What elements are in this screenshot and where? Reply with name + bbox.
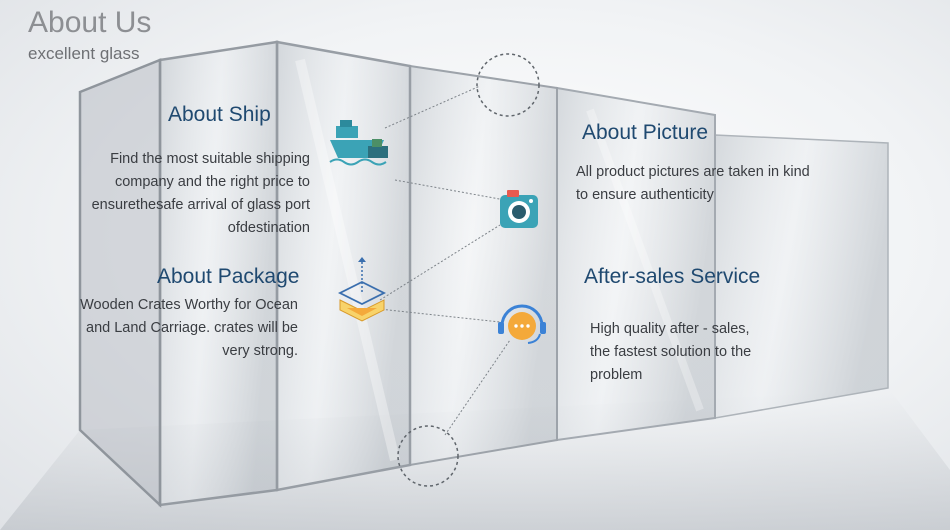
ship-desc-line: ofdestination — [227, 220, 310, 236]
page-subtitle: excellent glass — [28, 44, 140, 63]
camera-icon — [500, 190, 538, 228]
package-box-icon — [337, 257, 387, 322]
package-section-description: Wooden Crates Worthy for Ocean and Land … — [80, 294, 298, 363]
service-desc-line: High quality after - sales, — [590, 321, 750, 337]
picture-section-description: All product pictures are taken in kind t… — [576, 161, 810, 207]
dashed-circle-bottom — [397, 425, 459, 487]
ship-desc-line: company and the right price to — [114, 174, 310, 190]
picture-desc-line: All product pictures are taken in kind — [576, 164, 810, 180]
package-section-title: About Package — [157, 265, 300, 288]
glass-panel-5 — [409, 64, 558, 467]
glass-panel-2 — [78, 58, 162, 508]
ship-desc-line: ensurethesafe arrival of glass port — [91, 197, 310, 213]
ship-desc-line: Find the most suitable shipping — [110, 151, 310, 167]
service-desc-line: problem — [590, 367, 643, 383]
cargo-ship-icon — [329, 120, 388, 166]
package-desc-line: very strong. — [222, 343, 298, 359]
package-desc-line: and Land Carriage. crates will be — [86, 320, 298, 336]
package-desc-line: Wooden Crates Worthy for Ocean — [80, 297, 298, 313]
service-section-description: High quality after - sales, the fastest … — [590, 318, 751, 387]
picture-desc-line: to ensure authenticity — [576, 187, 714, 203]
picture-section-title: About Picture — [582, 121, 709, 144]
ship-section-description: Find the most suitable shipping company … — [92, 148, 310, 240]
ship-section-title: About Ship — [168, 103, 271, 126]
headset-chat-icon — [498, 304, 546, 344]
dashed-circle-top — [476, 53, 540, 117]
page-title: About Us — [28, 6, 152, 39]
service-section-title: After-sales Service — [584, 265, 761, 288]
connector-lines — [369, 85, 511, 436]
service-desc-line: the fastest solution to the — [590, 344, 752, 360]
